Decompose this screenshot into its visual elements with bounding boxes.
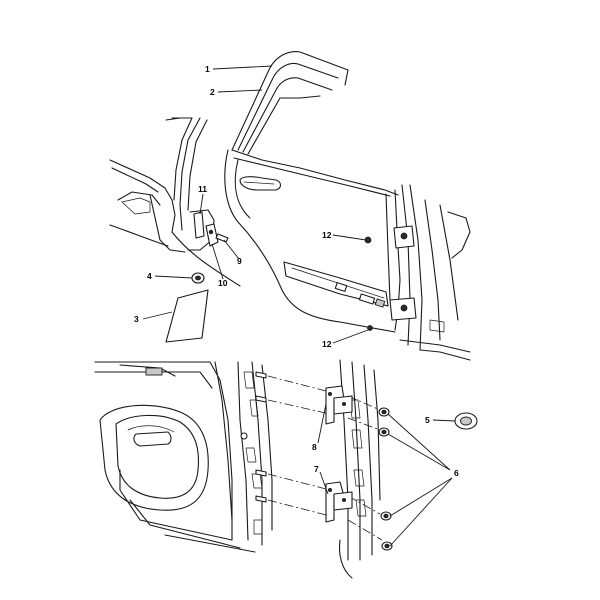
part-10-check-strap-upper [205,223,219,247]
part-11-bracket-upper [193,211,205,239]
callout-6: 6 [454,468,459,478]
b-pillar-upper [389,184,471,361]
b-pillar-lower [338,359,381,579]
callout-1: 1 [205,64,210,74]
part-5-plug [454,412,478,430]
part-7-lower-hinge [325,481,353,523]
part-12-nut-lower [367,325,373,331]
callout-4: 4 [147,271,152,281]
callout-12-upper: 12 [322,230,332,240]
part-3-patch-panel [165,289,209,343]
callout-12-lower: 12 [322,339,332,349]
callout-11: 11 [198,184,207,194]
alignment-lines [267,375,383,541]
part-4-grommet-upper [191,272,205,284]
callout-5: 5 [425,415,430,425]
callout-labels: 1 2 3 4 5 6 7 8 9 10 11 12 12 [134,64,459,478]
part-6-nuts [378,407,393,551]
callout-2: 2 [210,87,215,97]
callout-10: 10 [218,278,228,288]
nut-1 [378,407,390,417]
callout-9: 9 [237,256,242,266]
callout-3: 3 [134,314,139,324]
vehicle-body-upper [109,117,241,287]
rear-door-upper [224,51,401,333]
nut-2 [378,427,390,437]
door-studs [255,371,267,503]
door-inner-panel-lower [94,361,273,553]
nut-4 [381,541,393,551]
nut-3 [380,511,392,521]
leader-lines [142,65,456,547]
part-8-upper-hinge [325,385,353,425]
callout-7: 7 [314,464,319,474]
callout-8: 8 [312,442,317,452]
